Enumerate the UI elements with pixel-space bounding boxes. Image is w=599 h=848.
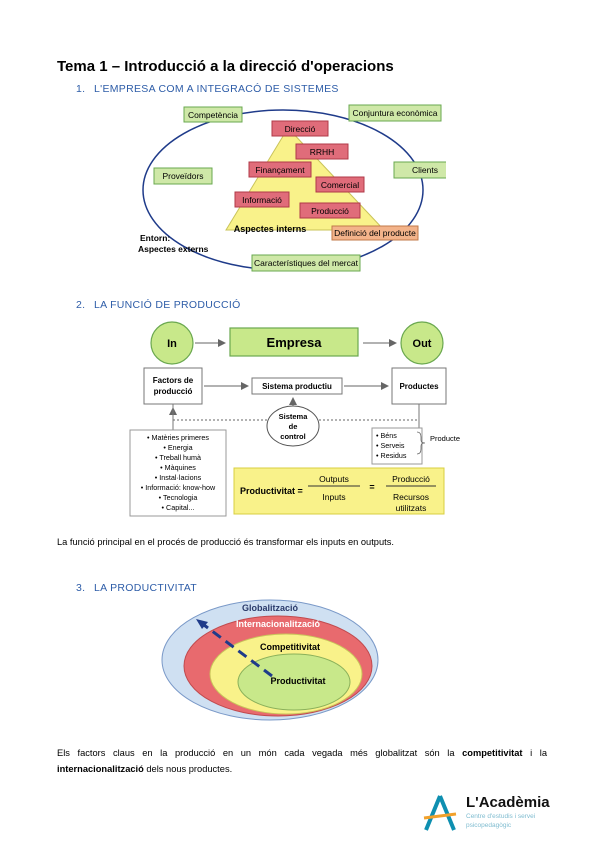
control-label-1: Sistema	[279, 412, 309, 421]
factors-label-2: producció	[154, 387, 193, 396]
label-comercial: Comercial	[321, 180, 359, 190]
paragraph-1: La funció principal en el procés de prod…	[57, 537, 394, 547]
inputs-list-box	[129, 429, 227, 517]
empresa-label: Empresa	[267, 335, 323, 350]
label-financament: Finançament	[255, 165, 305, 175]
label-conjuntura: Conjuntura econòmica	[352, 108, 437, 118]
productes-label: Productes	[399, 382, 439, 391]
label-definicio: Definició del producte	[334, 228, 416, 238]
productivitat-label: Productivitat =	[240, 486, 303, 496]
arrow-head	[196, 619, 208, 629]
out-label: Out	[413, 338, 432, 350]
input-item: • Màquines	[160, 463, 196, 472]
label-entorn: Entorn:	[140, 233, 170, 243]
label-competencia: Competència	[188, 110, 238, 120]
label-direccio: Direcció	[285, 124, 316, 134]
produccio-label: Producció	[392, 474, 430, 484]
logo: L'Acadèmia Centre d'estudis i servei psi…	[422, 790, 562, 834]
productes-box	[391, 367, 447, 405]
brace	[416, 431, 426, 455]
emphasis: competitivitat	[462, 748, 523, 758]
page-title: Tema 1 – Introducció a la direcció d'ope…	[57, 58, 394, 75]
section-heading-1: 1. L'EMPRESA COM A INTEGRACÓ DE SISTEMES	[76, 83, 339, 95]
output-item: • Residus	[376, 451, 407, 460]
logo-tagline-2: psicopedagògic	[466, 822, 512, 829]
box-definicio	[331, 225, 419, 241]
box-produccio	[299, 202, 361, 219]
in-circle	[150, 321, 194, 365]
section-number: 3.	[76, 582, 86, 594]
box-informacio	[234, 191, 290, 208]
text: i la	[522, 748, 547, 758]
box-caracteristiques	[251, 254, 361, 272]
input-item: • Treball humà	[155, 453, 201, 462]
inputs-label: Inputs	[322, 492, 345, 502]
label-informacio: Informació	[242, 195, 282, 205]
logo-tagline-1: Centre d'estudis i servei	[466, 813, 536, 820]
label-competitivitat: Competitivitat	[260, 642, 320, 652]
section-label: LA PRODUCTIVITAT	[94, 582, 198, 594]
label-produccio: Producció	[311, 206, 349, 216]
recursos-label-2: utilitzats	[396, 503, 427, 513]
label-caracteristiques: Característiques del mercat	[254, 258, 359, 268]
recursos-label-1: Recursos	[393, 492, 429, 502]
box-clients	[393, 161, 446, 179]
text: Els factors claus en la producció en un …	[57, 748, 463, 758]
label-clients: Clients	[412, 165, 438, 175]
section-label: L'EMPRESA COM A INTEGRACÓ DE SISTEMES	[94, 83, 339, 95]
outputs-label: Outputs	[319, 474, 349, 484]
label-rrhh: RRHH	[310, 147, 335, 157]
productivity-rings-diagram: Globalització Internacionalització Compe…	[161, 599, 379, 721]
logo-name: L'Acadèmia	[466, 794, 550, 811]
input-item: • Tecnologia	[159, 493, 198, 502]
section-heading-2: 2. LA FUNCIÓ DE PRODUCCIÓ	[76, 299, 241, 311]
input-item: • Instal·lacions	[155, 473, 202, 482]
out-circle	[400, 321, 444, 365]
control-label-2: de	[289, 422, 298, 431]
factors-box	[143, 367, 203, 405]
box-financament	[248, 161, 312, 178]
box-competencia	[183, 106, 243, 123]
box-conjuntura	[348, 104, 442, 122]
output-item: • Serveis	[376, 441, 405, 450]
box-rrhh	[295, 143, 349, 160]
productivity-formula-box	[233, 467, 445, 515]
input-item: • Energia	[163, 443, 192, 452]
label-productivitat: Productivitat	[270, 676, 325, 686]
production-function-diagram: In Empresa Out Factors de producció Sist…	[129, 321, 460, 517]
section-heading-3: 3. LA PRODUCTIVITAT	[76, 582, 197, 594]
paragraph-2: Els factors claus en la producció en un …	[57, 745, 547, 777]
section-number: 2.	[76, 299, 86, 311]
label-proveidors: Proveïdors	[162, 171, 203, 181]
input-item: • Matèries primeres	[147, 433, 209, 442]
sistema-productiu-label: Sistema productiu	[262, 382, 332, 391]
equals-sign: =	[369, 482, 374, 492]
label-internacionalitzacio: Internacionalització	[236, 619, 321, 629]
logo-mark-icon	[423, 795, 457, 831]
control-label-3: control	[280, 432, 305, 441]
factors-label-1: Factors de	[153, 376, 194, 385]
output-item: • Béns	[376, 431, 397, 440]
section-number: 1.	[76, 83, 86, 95]
in-label: In	[167, 338, 177, 350]
input-item: • Informació: know-how	[141, 483, 216, 492]
label-globalitzacio: Globalització	[242, 603, 299, 613]
section-label: LA FUNCIÓ DE PRODUCCIÓ	[94, 299, 241, 311]
input-item: • Capital...	[162, 503, 195, 512]
producte-label: Producte	[430, 434, 460, 443]
label-aspectes-interns: Aspectes interns	[234, 224, 307, 234]
box-proveidors	[153, 167, 213, 185]
systems-diagram: Competència Conjuntura econòmica Proveïd…	[138, 104, 446, 272]
box-direccio	[271, 120, 329, 137]
box-comercial	[315, 176, 365, 193]
emphasis: internacionalització	[57, 764, 144, 774]
empresa-box	[229, 327, 359, 357]
sistema-productiu-box	[251, 377, 343, 395]
outputs-list-box	[371, 427, 423, 465]
ring-productivitat	[237, 653, 351, 711]
text: dels nous productes.	[143, 764, 233, 774]
label-aspectes-externs: Aspectes externs	[138, 244, 209, 254]
